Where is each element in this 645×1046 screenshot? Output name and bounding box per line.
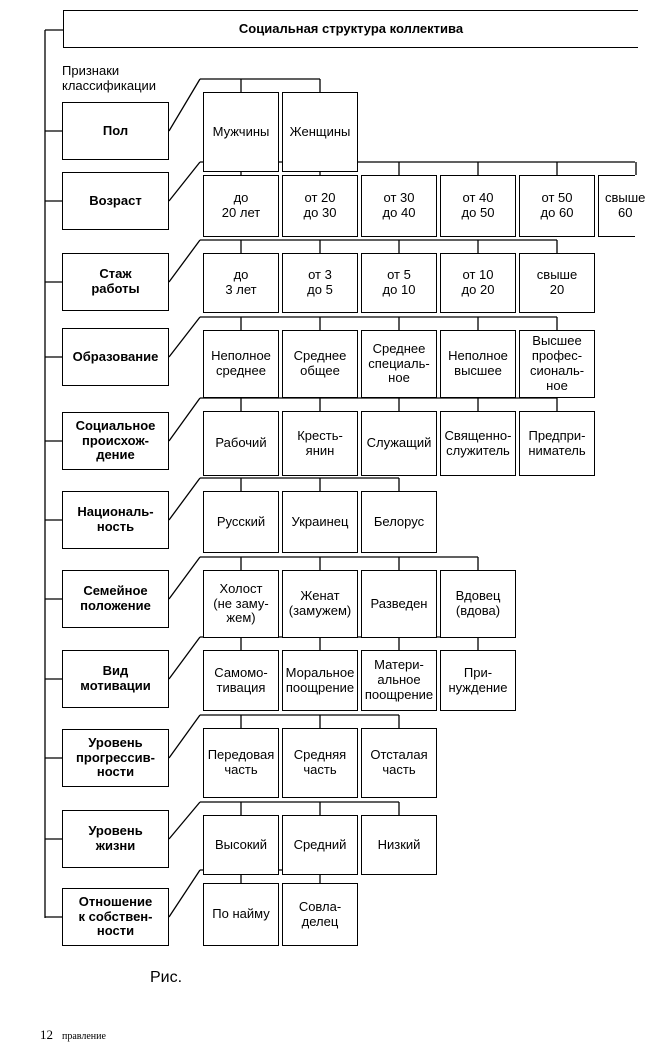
item-box: По найму	[203, 883, 279, 946]
category-connector	[168, 239, 201, 283]
item-box: свыше 60	[598, 175, 645, 237]
category-box: Вид мотивации	[62, 650, 169, 708]
item-box: Русский	[203, 491, 279, 553]
item-box: от 3 до 5	[282, 253, 358, 313]
item-box: Средняя часть	[282, 728, 358, 798]
page-number: 12	[40, 1027, 53, 1042]
category-box: Образование	[62, 328, 169, 386]
item-box: от 30 до 40	[361, 175, 437, 237]
category-connector	[168, 801, 201, 840]
category-connector	[168, 714, 201, 759]
item-box: Белорус	[361, 491, 437, 553]
classification-caption: Признаки классификации	[62, 63, 157, 93]
category-box: Уровень жизни	[62, 810, 169, 868]
item-box: до 20 лет	[203, 175, 279, 237]
item-box: Совла- делец	[282, 883, 358, 946]
item-box: Передовая часть	[203, 728, 279, 798]
item-box: Самомо- тивация	[203, 650, 279, 711]
item-box: Служащий	[361, 411, 437, 476]
item-box: Среднее специаль- ное	[361, 330, 437, 398]
item-box: Низкий	[361, 815, 437, 875]
category-box: Националь- ность	[62, 491, 169, 549]
diagram-title: Социальная структура коллектива	[63, 10, 638, 48]
item-box: от 20 до 30	[282, 175, 358, 237]
item-box: от 50 до 60	[519, 175, 595, 237]
category-connector	[168, 477, 201, 521]
category-box: Семейное положение	[62, 570, 169, 628]
item-box: Высокий	[203, 815, 279, 875]
item-box: Холост (не заму- жем)	[203, 570, 279, 638]
item-box: от 5 до 10	[361, 253, 437, 313]
item-box: При- нуждение	[440, 650, 516, 711]
running-head: правление	[62, 1031, 106, 1042]
item-box: Вдовец (вдова)	[440, 570, 516, 638]
item-box: Отсталая часть	[361, 728, 437, 798]
item-box: Украинец	[282, 491, 358, 553]
item-box: до 3 лет	[203, 253, 279, 313]
category-connector	[168, 556, 201, 600]
category-connector	[168, 161, 201, 202]
item-box: от 10 до 20	[440, 253, 516, 313]
figure-label: Рис.	[150, 969, 183, 986]
category-box: Отношение к собствен- ности	[62, 888, 169, 946]
item-box: Моральное поощрение	[282, 650, 358, 711]
category-connector	[168, 869, 201, 918]
item-box: Кресть- янин	[282, 411, 358, 476]
category-box: Стаж работы	[62, 253, 169, 311]
item-box: Священно- служитель	[440, 411, 516, 476]
category-box: Пол	[62, 102, 169, 160]
item-box: Рабочий	[203, 411, 279, 476]
item-box: от 40 до 50	[440, 175, 516, 237]
item-box: свыше 20	[519, 253, 595, 313]
item-box: Неполное высшее	[440, 330, 516, 398]
item-box: Матери- альное поощрение	[361, 650, 437, 711]
item-box: Женщины	[282, 92, 358, 172]
item-box: Средний	[282, 815, 358, 875]
item-box: Женат (замужем)	[282, 570, 358, 638]
item-box: Среднее общее	[282, 330, 358, 398]
item-box: Неполное среднее	[203, 330, 279, 398]
category-connector	[168, 636, 201, 680]
item-box: Предпри- ниматель	[519, 411, 595, 476]
item-box: Высшее профес- сиональ- ное	[519, 330, 595, 398]
item-box: Мужчины	[203, 92, 279, 172]
category-connector	[168, 78, 201, 132]
item-box: Разведен	[361, 570, 437, 638]
category-connector	[168, 397, 201, 442]
category-box: Возраст	[62, 172, 169, 230]
category-box: Социальное происхож- дение	[62, 412, 169, 470]
category-box: Уровень прогрессив- ности	[62, 729, 169, 787]
category-connector	[168, 316, 201, 358]
